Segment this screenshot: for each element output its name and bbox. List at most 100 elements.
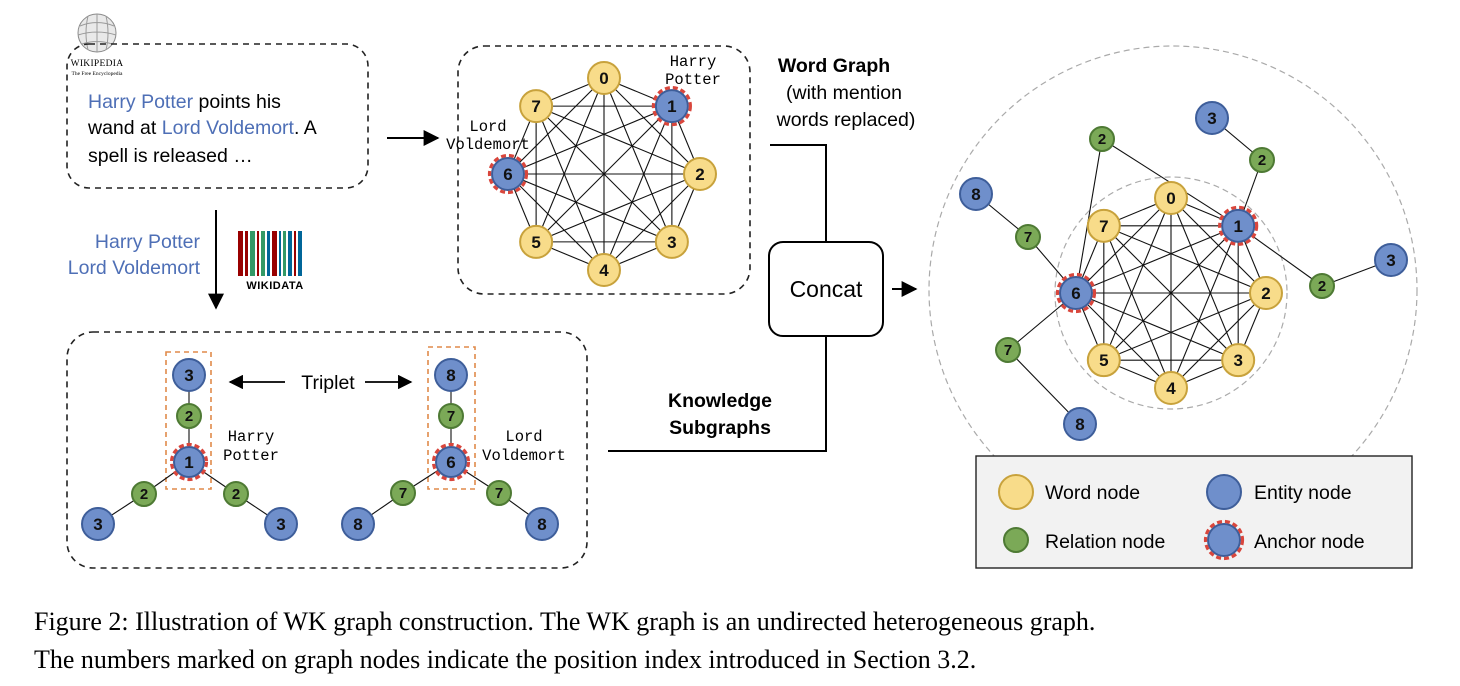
wikidata-bar [267,231,270,276]
wikidata-bar [250,231,255,276]
word-graph-node-5-label: 5 [531,233,540,252]
word-graph-annotation-harry: Harry [670,53,717,71]
word-graph-node-7: 7 [519,89,554,124]
triplet-label: Triplet [301,372,355,394]
legend-entity-swatch [1206,474,1242,510]
subgraph-annotation-lord: Lord [505,428,542,446]
wk-graph-entity-node-circle [1195,101,1229,135]
word-graph-edge [507,173,605,271]
wk-graph-entity-node-label: 3 [1207,109,1216,128]
wikidata-logo-name: WIKIDATA [246,280,303,292]
wk-graph-node-2-label: 2 [1261,284,1270,303]
subgraph-harry-relation-node-label: 2 [232,486,240,503]
wk-graph-edge [1075,292,1239,361]
triplet-box-voldemort [427,346,476,490]
wk-graph-node-6-circle [1059,276,1093,310]
subgraph-annotation-potter: Potter [223,447,279,465]
wk-graph-entity-node-label: 3 [1386,251,1395,270]
subgraph-harry-relation-node: 2 [131,481,157,507]
word-graph-label-line3: words replaced) [776,109,916,131]
wk-graph-relation-node-label: 7 [1004,342,1012,359]
wk-graph-edge [1007,349,1081,425]
wk-graph-relation-node: 2 [1089,126,1115,152]
wk-graph-entity-node: 8 [1063,407,1097,441]
subgraph-harry-anchor-node: 1 [169,442,209,482]
subgraph-voldemort-relation-node-circle [486,480,512,506]
word-graph-edge [603,77,673,243]
word-graph-annotation-lord: Lord [469,118,506,136]
wk-graph-entity-node: 3 [1195,101,1229,135]
wikidata-bar [279,231,281,276]
wikidata-bar [261,231,265,276]
word-graph-node-1-anchor-ring [651,86,692,127]
word-graph-node-1-circle [654,89,689,124]
legend-box [975,455,1413,569]
subgraph-harry-anchor-node-label: 1 [184,453,193,472]
subgraph-annotation-voldemort: Voldemort [482,447,566,465]
word-graph-node-6-circle [491,157,525,191]
subgraph-voldemort-entity-node-label: 8 [353,515,362,534]
wk-graph-relation-node-label: 2 [1098,131,1106,148]
word-graph-edge [535,77,605,243]
subgraph-voldemort-entity-node: 8 [341,507,375,541]
subgraph-harry-relation-node: 2 [223,481,249,507]
wk-graph-node-1-label: 1 [1233,217,1242,236]
subgraph-harry-relation-node-label: 2 [185,408,193,425]
subgraph-voldemort-relation-node: 7 [438,403,464,429]
word-graph-node-0-circle [587,61,621,95]
wk-graph-relation-node-label: 2 [1318,278,1326,295]
word-graph-box [457,45,751,295]
caption-line-2: The numbers marked on graph nodes indica… [34,645,977,674]
word-graph-node-4: 4 [587,253,621,287]
subgraph-harry-entity-node-circle [172,358,206,392]
legend-anchor: Anchor node [1203,519,1365,561]
wk-graph-edge [1103,292,1267,361]
word-graph-edge [603,105,673,271]
wk-graph-entity-node: 3 [1374,243,1408,277]
word-graph-node-7-circle [519,89,554,124]
wk-graph-entity-node-label: 8 [1075,415,1084,434]
wk-graph-node-0-circle [1154,181,1188,215]
wikidata-bar [245,231,248,276]
legend-word: Word node [998,474,1140,510]
subgraph-voldemort-relation-node: 7 [390,480,416,506]
subgraph-harry-relation-node-label: 2 [140,486,148,503]
wk-graph-node-2-circle [1249,276,1283,310]
subgraph-voldemort-entity-node-circle [341,507,375,541]
caption-line-1: Figure 2: Illustration of WK graph const… [34,607,1096,636]
wk-graph-relation-node-circle [1015,224,1041,250]
subgraph-harry-entity-node-label: 3 [184,366,193,385]
subgraph-harry-relation-node: 2 [176,403,202,429]
entity-mention-harry: Harry Potter [88,91,194,113]
legend-entity-label: Entity node [1254,482,1352,504]
wk-graph-relation-node: 2 [1249,147,1275,173]
word-graph-node-1: 1 [651,86,692,127]
subgraph-harry-anchor-node-anchor-ring [169,442,209,482]
wk-graph-node-5-label: 5 [1099,351,1108,370]
wikidata-bar [288,231,292,276]
wk-graph-edge [1075,225,1239,294]
wikipedia-logo-tagline: The Free Encyclopedia [71,71,123,77]
wk-graph-node-7-label: 7 [1099,217,1108,236]
word-graph-node-0: 0 [587,61,621,95]
legend-relation-swatch [1003,527,1029,553]
word-graph-node-3: 3 [654,224,689,259]
word-graph-edge [535,105,605,271]
wk-graph-entity-node-circle [1374,243,1408,277]
subgraph-voldemort-entity-node-label: 8 [446,366,455,385]
knowledge-label-line1: Knowledge [668,390,772,412]
subgraph-harry-entity-node: 3 [264,507,298,541]
subgraph-harry-relation-node-circle [176,403,202,429]
wk-graph-node-7-circle [1086,208,1121,243]
subgraph-harry-entity-node: 3 [81,507,115,541]
wk-graph-node-1-circle [1221,208,1256,243]
subgraph-voldemort-relation-node-circle [390,480,416,506]
wikidata-bar [298,231,302,276]
word-graph-edge [507,173,673,243]
knowledge-subgraphs-box [66,331,588,569]
word-graph-node-2-circle [683,157,717,191]
word-graph-node-2: 2 [683,157,717,191]
wk-graph-edge [1075,138,1103,294]
wk-graph-node-2: 2 [1249,276,1283,310]
